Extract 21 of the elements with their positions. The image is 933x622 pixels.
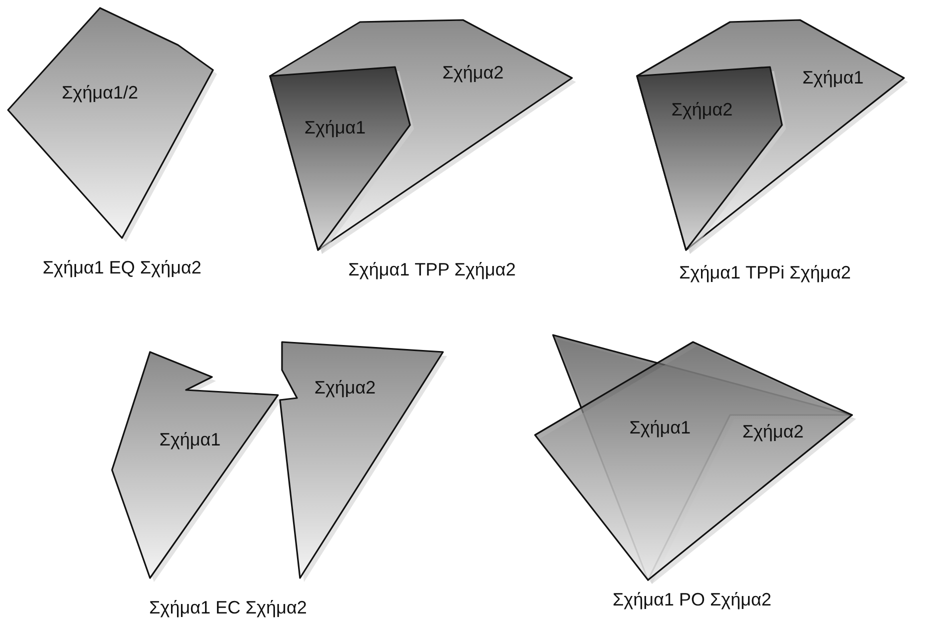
- region-label: Σχήμα1: [304, 118, 366, 138]
- relation-caption: Σχήμα1 EC Σχήμα2: [149, 598, 307, 618]
- region-label: Σχήμα1/2: [62, 82, 138, 104]
- relation-caption: Σχήμα1 PO Σχήμα2: [612, 590, 772, 610]
- relation-caption: Σχήμα1 TPP Σχήμα2: [348, 260, 516, 280]
- region-label: Σχήμα2: [671, 100, 733, 120]
- region-label: Σχήμα2: [742, 422, 804, 442]
- polygon-region: [278, 340, 448, 583]
- region-label: Σχήμα2: [442, 62, 504, 84]
- polygon-region: [268, 18, 577, 255]
- polygon-region: [6, 6, 218, 243]
- relation-caption: Σχήμα1 EQ Σχήμα2: [42, 258, 202, 278]
- relation-caption: Σχήμα1 TPPi Σχήμα2: [679, 262, 851, 284]
- region-label: Σχήμα1: [629, 418, 691, 438]
- polygon-region: [268, 65, 415, 255]
- polygon-region: [635, 18, 909, 255]
- polygon-region: [110, 350, 283, 583]
- polygon-region: [635, 65, 787, 255]
- region-label: Σχήμα2: [314, 378, 376, 398]
- region-label: Σχήμα1: [159, 430, 221, 450]
- region-label: Σχήμα1: [802, 68, 864, 88]
